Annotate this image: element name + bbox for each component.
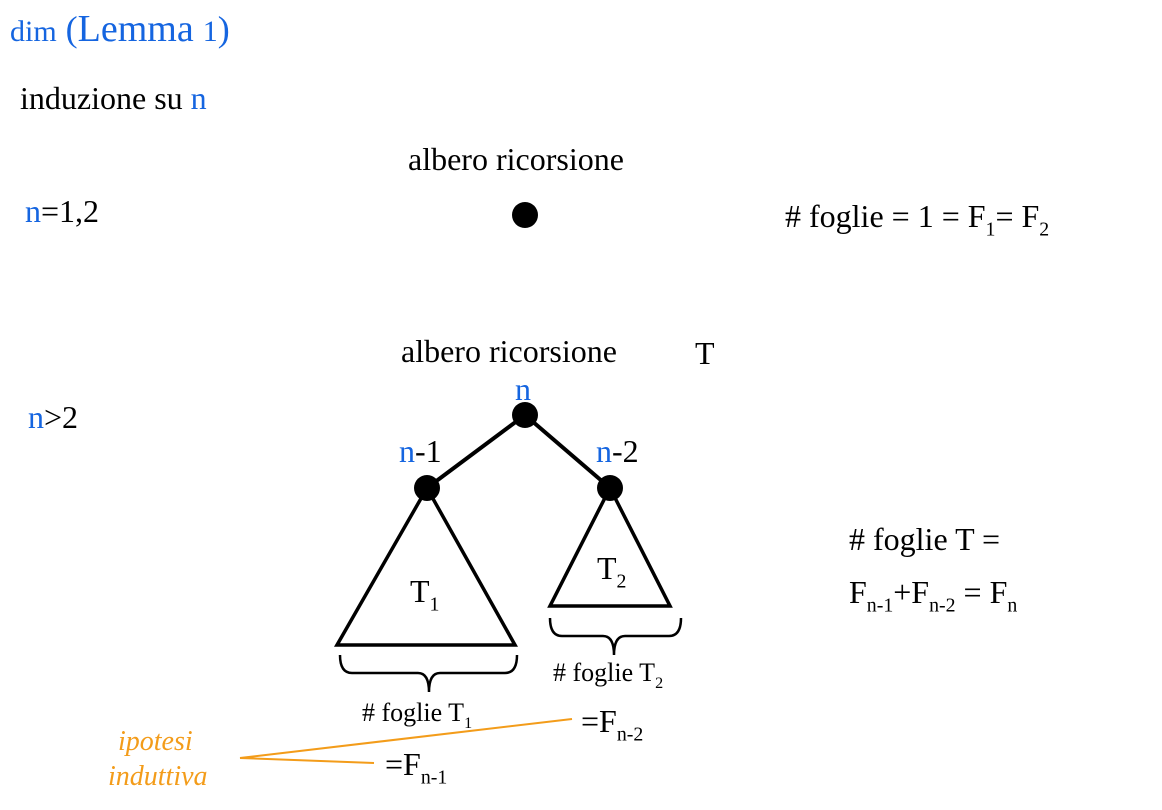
base-cond-var: n xyxy=(25,193,41,229)
base-heading: albero ricorsione xyxy=(408,141,624,177)
left-leaf-count: # foglie T1 xyxy=(362,698,473,732)
left-fib-eq: =Fn-1 xyxy=(385,746,448,789)
step-cond-rest: >2 xyxy=(44,399,79,435)
right-subtree-label: T2 xyxy=(597,550,627,593)
base-condition: n=1,2 xyxy=(25,195,99,227)
intro-var: n xyxy=(190,80,207,116)
step-heading: albero ricorsione xyxy=(401,333,617,369)
left-subtree-triangle xyxy=(333,484,518,647)
title-lemma-num: 1 xyxy=(202,15,218,48)
title-lemma: Lemma xyxy=(77,8,194,50)
hypothesis-line-lower xyxy=(239,757,375,764)
hypothesis-note-line2: induttiva xyxy=(108,761,208,792)
base-node xyxy=(512,202,538,228)
right-leaf-count: # foglie T2 xyxy=(553,658,664,692)
step-result-line1: # foglie T = xyxy=(849,521,1001,557)
right-child-node xyxy=(597,475,623,501)
hypothesis-note-line1: ipotesi xyxy=(118,726,193,757)
step-condition: n>2 xyxy=(28,401,78,433)
intro-line: induzione su n xyxy=(20,82,207,114)
edge-root-left xyxy=(425,413,527,490)
tree-name: T xyxy=(695,335,715,371)
left-brace xyxy=(338,654,519,693)
right-node-label: n-2 xyxy=(596,433,639,469)
right-subtree-triangle xyxy=(547,484,673,608)
title-close-paren: ) xyxy=(217,9,230,49)
right-brace xyxy=(548,617,683,656)
left-node-label: n-1 xyxy=(399,433,442,469)
intro-text: induzione su xyxy=(20,80,191,116)
base-cond-rest: =1,2 xyxy=(41,193,100,229)
right-fib-eq: =Fn-2 xyxy=(581,703,644,746)
root-node xyxy=(512,402,538,428)
slide-title: dim (Lemma 1) xyxy=(10,10,230,48)
title-open-paren: ( xyxy=(65,9,78,49)
left-subtree-label: T1 xyxy=(410,573,440,616)
step-cond-var: n xyxy=(28,399,44,435)
step-result-line2: Fn-1+Fn-2 = Fn xyxy=(849,574,1018,617)
root-label: n xyxy=(515,371,531,407)
title-dim: dim xyxy=(10,15,57,48)
edge-root-right xyxy=(523,413,612,490)
base-result: # foglie = 1 = F1= F2 xyxy=(785,198,1050,241)
left-child-node xyxy=(414,475,440,501)
hypothesis-line-upper xyxy=(239,718,573,759)
